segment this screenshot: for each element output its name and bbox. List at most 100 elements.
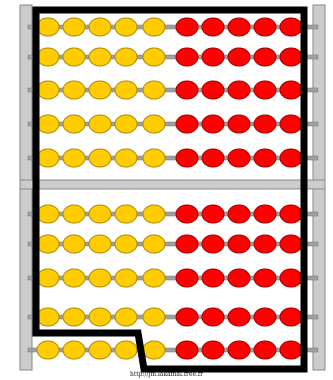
red-bead-row1-9	[254, 18, 276, 36]
red-bead-row1-8	[228, 18, 250, 36]
yellow-bead-row4-5	[143, 115, 165, 133]
yellow-bead-row1-5	[143, 18, 165, 36]
yellow-bead-row4-3	[89, 115, 111, 133]
red-bead-row9-8	[228, 308, 250, 326]
red-bead-row9-7	[202, 308, 224, 326]
red-bead-row6-10	[280, 205, 302, 223]
yellow-bead-row9-2	[63, 308, 85, 326]
red-bead-row9-6	[176, 308, 198, 326]
red-bead-row5-8	[228, 149, 250, 167]
yellow-bead-row7-4	[115, 235, 137, 253]
red-bead-row8-10	[280, 269, 302, 287]
red-bead-row2-10	[280, 48, 302, 66]
red-bead-row6-9	[254, 205, 276, 223]
yellow-bead-row8-1	[37, 269, 59, 287]
red-bead-row5-6	[176, 149, 198, 167]
red-bead-row9-9	[254, 308, 276, 326]
red-bead-row6-7	[202, 205, 224, 223]
red-bead-row7-8	[228, 235, 250, 253]
yellow-bead-row10-1	[37, 341, 59, 359]
yellow-bead-row8-3	[89, 269, 111, 287]
yellow-bead-row6-4	[115, 205, 137, 223]
yellow-bead-row6-2	[63, 205, 85, 223]
yellow-bead-row7-1	[37, 235, 59, 253]
yellow-bead-row7-5	[143, 235, 165, 253]
red-bead-row3-9	[254, 81, 276, 99]
yellow-bead-row1-4	[115, 18, 137, 36]
red-bead-row3-6	[176, 81, 198, 99]
red-bead-row5-7	[202, 149, 224, 167]
yellow-bead-row3-1	[37, 81, 59, 99]
frame-middle-bar	[20, 180, 325, 189]
yellow-bead-row6-5	[143, 205, 165, 223]
red-bead-row1-7	[202, 18, 224, 36]
yellow-bead-row9-1	[37, 308, 59, 326]
yellow-bead-row5-3	[89, 149, 111, 167]
red-bead-row4-9	[254, 115, 276, 133]
yellow-bead-row4-2	[63, 115, 85, 133]
red-bead-row10-8	[228, 341, 250, 359]
red-bead-row2-6	[176, 48, 198, 66]
red-bead-row7-6	[176, 235, 198, 253]
red-bead-row1-6	[176, 18, 198, 36]
yellow-bead-row9-3	[89, 308, 111, 326]
yellow-bead-row2-3	[89, 48, 111, 66]
red-bead-row7-9	[254, 235, 276, 253]
yellow-bead-row5-1	[37, 149, 59, 167]
yellow-bead-row4-4	[115, 115, 137, 133]
yellow-bead-row3-5	[143, 81, 165, 99]
yellow-bead-row7-3	[89, 235, 111, 253]
red-bead-row10-9	[254, 341, 276, 359]
yellow-bead-row2-2	[63, 48, 85, 66]
red-bead-row8-6	[176, 269, 198, 287]
red-bead-row6-8	[228, 205, 250, 223]
red-bead-row3-8	[228, 81, 250, 99]
red-bead-row5-9	[254, 149, 276, 167]
yellow-bead-row10-2	[63, 341, 85, 359]
yellow-bead-row5-4	[115, 149, 137, 167]
yellow-bead-row1-1	[37, 18, 59, 36]
yellow-bead-row8-4	[115, 269, 137, 287]
red-bead-row7-7	[202, 235, 224, 253]
red-bead-row8-7	[202, 269, 224, 287]
red-bead-row4-7	[202, 115, 224, 133]
red-bead-row10-10	[280, 341, 302, 359]
yellow-bead-row4-1	[37, 115, 59, 133]
yellow-bead-row1-2	[63, 18, 85, 36]
yellow-bead-row6-1	[37, 205, 59, 223]
yellow-bead-row3-4	[115, 81, 137, 99]
yellow-bead-row6-3	[89, 205, 111, 223]
yellow-bead-row7-2	[63, 235, 85, 253]
red-bead-row8-9	[254, 269, 276, 287]
yellow-bead-row9-5	[143, 308, 165, 326]
red-bead-row7-10	[280, 235, 302, 253]
red-bead-row4-10	[280, 115, 302, 133]
yellow-bead-row2-1	[37, 48, 59, 66]
red-bead-row2-7	[202, 48, 224, 66]
yellow-bead-row10-5	[143, 341, 165, 359]
red-bead-row1-10	[280, 18, 302, 36]
red-bead-row8-8	[228, 269, 250, 287]
red-bead-row10-6	[176, 341, 198, 359]
source-credit: http://jm.lakamal.free.fr	[0, 371, 333, 379]
yellow-bead-row3-2	[63, 81, 85, 99]
red-bead-row3-10	[280, 81, 302, 99]
yellow-bead-row2-5	[143, 48, 165, 66]
red-bead-row6-6	[176, 205, 198, 223]
yellow-bead-row3-3	[89, 81, 111, 99]
yellow-bead-row1-3	[89, 18, 111, 36]
yellow-bead-row8-5	[143, 269, 165, 287]
yellow-bead-row9-4	[115, 308, 137, 326]
yellow-bead-row10-4	[115, 341, 137, 359]
red-bead-row5-10	[280, 149, 302, 167]
yellow-bead-row2-4	[115, 48, 137, 66]
red-bead-row2-8	[228, 48, 250, 66]
red-bead-row10-7	[202, 341, 224, 359]
yellow-bead-row8-2	[63, 269, 85, 287]
yellow-bead-row10-3	[89, 341, 111, 359]
yellow-bead-row5-2	[63, 149, 85, 167]
red-bead-row9-10	[280, 308, 302, 326]
yellow-bead-row5-5	[143, 149, 165, 167]
red-bead-row2-9	[254, 48, 276, 66]
